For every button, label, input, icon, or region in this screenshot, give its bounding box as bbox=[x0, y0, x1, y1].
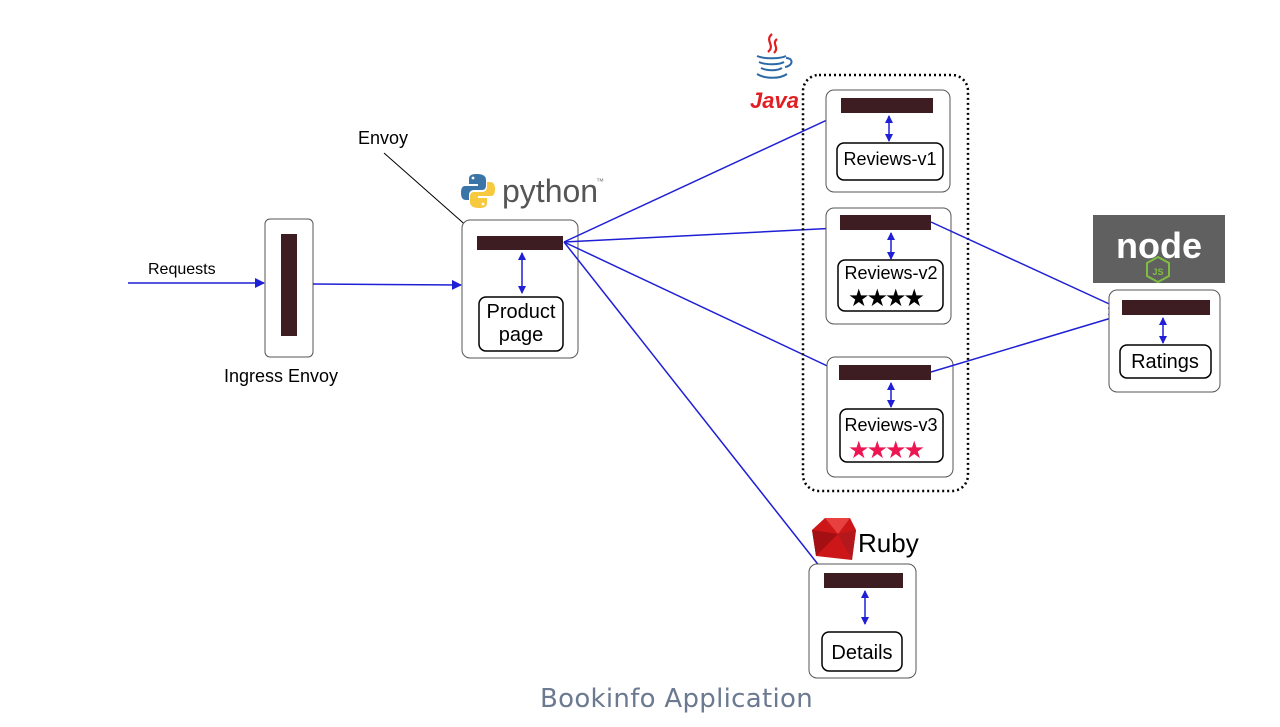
reviews-v3-sidecar bbox=[839, 365, 931, 380]
diagram-caption: Bookinfo Application bbox=[539, 684, 813, 714]
reviews-v3-app-box bbox=[839, 408, 944, 463]
ruby-gem-icon bbox=[812, 518, 856, 560]
ratings-app-box bbox=[1119, 344, 1212, 379]
productpage-label-line1: Product bbox=[487, 301, 556, 323]
ingress-to-productpage-arrow bbox=[312, 279, 462, 290]
node-wordmark: node bbox=[1116, 225, 1202, 266]
envoy-leader-line bbox=[383, 152, 479, 237]
productpage-to-reviews-v1-arrow bbox=[563, 113, 841, 243]
python-wordmark: python bbox=[502, 173, 598, 209]
python-snake-blue-icon bbox=[461, 174, 486, 200]
python-snake-yellow-icon bbox=[470, 182, 495, 208]
ratings-sidecar bbox=[1122, 300, 1210, 315]
node-hexagon-icon bbox=[1146, 255, 1170, 284]
productpage-service: Product page bbox=[461, 219, 579, 359]
reviews-v3-service: Reviews-v3 ★★★★ bbox=[826, 356, 954, 478]
envoy-label: Envoy bbox=[358, 128, 408, 148]
reviews-v3-to-ratings-arrow bbox=[930, 313, 1119, 373]
productpage-to-reviews-v2-arrow bbox=[563, 223, 839, 243]
details-app-box bbox=[821, 631, 903, 672]
reviews-v2-service: Reviews-v2 ★★★★ bbox=[825, 207, 952, 325]
reviews-v3-stars: ★★★★ bbox=[848, 437, 924, 464]
reviews-v2-to-ratings-arrow bbox=[930, 221, 1119, 309]
java-logo: Java bbox=[750, 33, 799, 113]
java-wordmark: Java bbox=[750, 88, 799, 113]
node-logo-bg bbox=[1093, 215, 1225, 283]
ratings-service: Ratings bbox=[1108, 289, 1221, 393]
reviews-v2-stars: ★★★★ bbox=[848, 285, 924, 312]
details-sidecar bbox=[824, 573, 903, 588]
python-tm: ™ bbox=[596, 177, 604, 186]
reviews-v2-label: Reviews-v2 bbox=[844, 263, 937, 283]
python-logo: python ™ bbox=[461, 173, 604, 209]
reviews-v1-label: Reviews-v1 bbox=[843, 149, 936, 169]
productpage-app-box bbox=[478, 296, 564, 352]
ingress-envoy-label: Ingress Envoy bbox=[224, 366, 338, 386]
ratings-label: Ratings bbox=[1131, 351, 1199, 373]
java-cup-icon bbox=[756, 55, 793, 79]
productpage-sidecar bbox=[477, 236, 563, 250]
reviews-v1-app-box bbox=[836, 142, 944, 181]
node-js-mark: JS bbox=[1152, 267, 1163, 277]
ingress-envoy bbox=[264, 218, 314, 358]
node-logo: node JS bbox=[1093, 215, 1225, 284]
ruby-wordmark: Ruby bbox=[858, 528, 919, 558]
requests-label: Requests bbox=[148, 261, 216, 278]
reviews-v3-label: Reviews-v3 bbox=[844, 415, 937, 435]
reviews-group-border bbox=[801, 73, 970, 493]
ruby-logo: Ruby bbox=[812, 518, 919, 560]
productpage-label-line2: page bbox=[499, 324, 544, 346]
reviews-v2-app-box bbox=[837, 259, 944, 312]
java-steam-icon bbox=[767, 33, 778, 54]
reviews-v1-service: Reviews-v1 bbox=[825, 89, 951, 193]
productpage-to-details-arrow bbox=[563, 241, 829, 578]
details-label: Details bbox=[831, 642, 892, 664]
ingress-sidecar bbox=[281, 234, 297, 336]
details-service: Details bbox=[808, 563, 917, 679]
reviews-v2-sidecar bbox=[840, 215, 931, 230]
productpage-to-reviews-v3-arrow bbox=[563, 241, 839, 372]
reviews-v1-sidecar bbox=[841, 98, 933, 113]
